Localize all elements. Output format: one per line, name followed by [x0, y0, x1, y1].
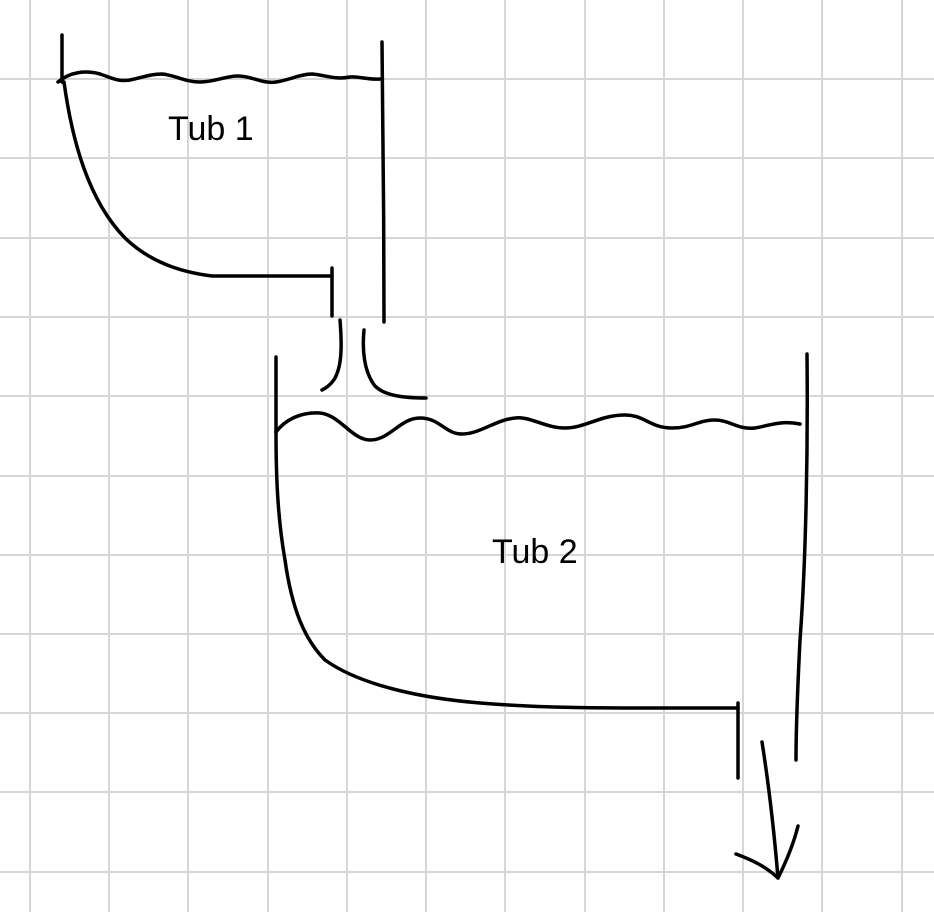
tub-1: [56, 33, 386, 324]
arrow-head: [734, 824, 800, 880]
tub-1-basin-outline: [62, 80, 334, 278]
arrow-shaft: [760, 740, 780, 880]
outflow-arrow: [734, 740, 800, 880]
spout-right-curve: [361, 328, 428, 400]
tub-2: [274, 352, 809, 780]
tub-1-right-wall: [380, 40, 386, 324]
tub-2-water-surface: [274, 411, 802, 442]
spout: [320, 318, 428, 400]
spout-left-curve: [320, 318, 343, 392]
tub-1-label: Tub 1: [168, 110, 254, 148]
tub-2-label: Tub 2: [492, 533, 578, 571]
tub-1-water-surface: [56, 70, 382, 85]
tub-2-right-wall: [794, 352, 809, 762]
tub-2-basin-outline: [274, 430, 740, 710]
